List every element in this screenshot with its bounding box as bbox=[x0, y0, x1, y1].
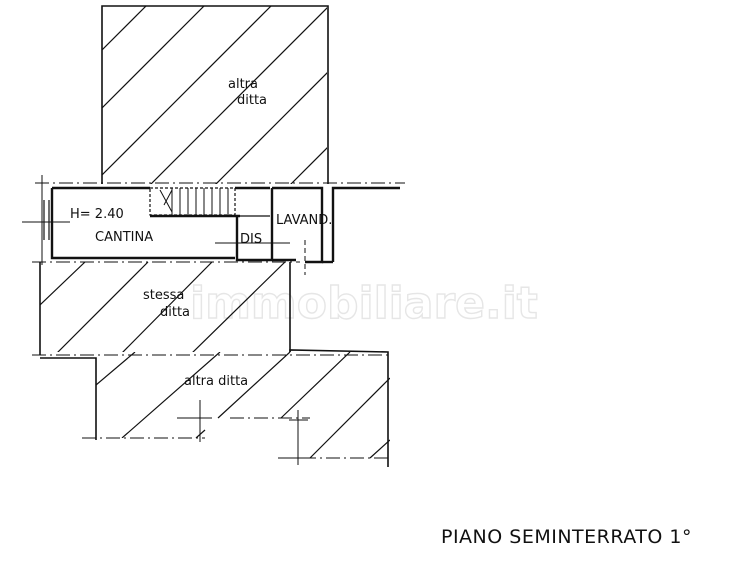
room-label-dis: DIS bbox=[240, 232, 262, 247]
watermark: immobiliare.it bbox=[189, 277, 538, 329]
area-altra-ditta-top: altra ditta bbox=[101, 5, 329, 184]
svg-text:immobiliare.it: immobiliare.it bbox=[190, 278, 538, 329]
svg-text:altra: altra bbox=[228, 77, 258, 92]
area-stessa-ditta: stessa ditta bbox=[32, 261, 300, 355]
svg-text:ditta: ditta bbox=[160, 305, 190, 320]
svg-text:altra ditta: altra ditta bbox=[184, 374, 248, 389]
room-label-lavand: LAVAND. bbox=[276, 213, 332, 228]
svg-text:ditta: ditta bbox=[237, 93, 267, 108]
svg-text:stessa: stessa bbox=[143, 288, 184, 303]
room-height-label: H= 2.40 bbox=[70, 207, 124, 222]
room-walls bbox=[22, 175, 400, 275]
room-label-cantina: CANTINA bbox=[95, 230, 153, 245]
area-altra-ditta-bottom: altra ditta bbox=[40, 349, 390, 467]
plan-title: PIANO SEMINTERRATO 1° bbox=[441, 526, 692, 548]
